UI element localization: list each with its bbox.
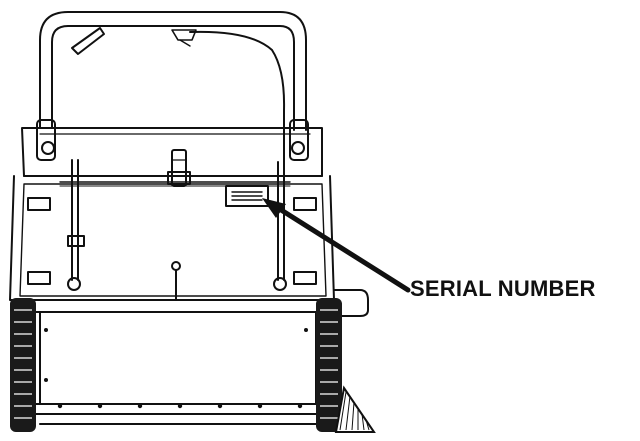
control-cable bbox=[189, 30, 286, 181]
right-wheel bbox=[316, 298, 342, 432]
hopper-housing bbox=[19, 299, 329, 415]
control-lever bbox=[71, 27, 105, 55]
handle-inner bbox=[51, 25, 295, 131]
side-brush bbox=[334, 385, 376, 433]
serial-number-label: SERIAL NUMBER bbox=[410, 276, 596, 301]
right-grip bbox=[289, 119, 309, 161]
left-grip bbox=[36, 119, 56, 161]
callout-arrow bbox=[262, 198, 411, 293]
left-wheel bbox=[10, 298, 36, 432]
handle-outer bbox=[39, 11, 307, 131]
main-body bbox=[9, 175, 335, 301]
center-latch bbox=[171, 149, 187, 187]
serial-plate bbox=[225, 185, 269, 207]
